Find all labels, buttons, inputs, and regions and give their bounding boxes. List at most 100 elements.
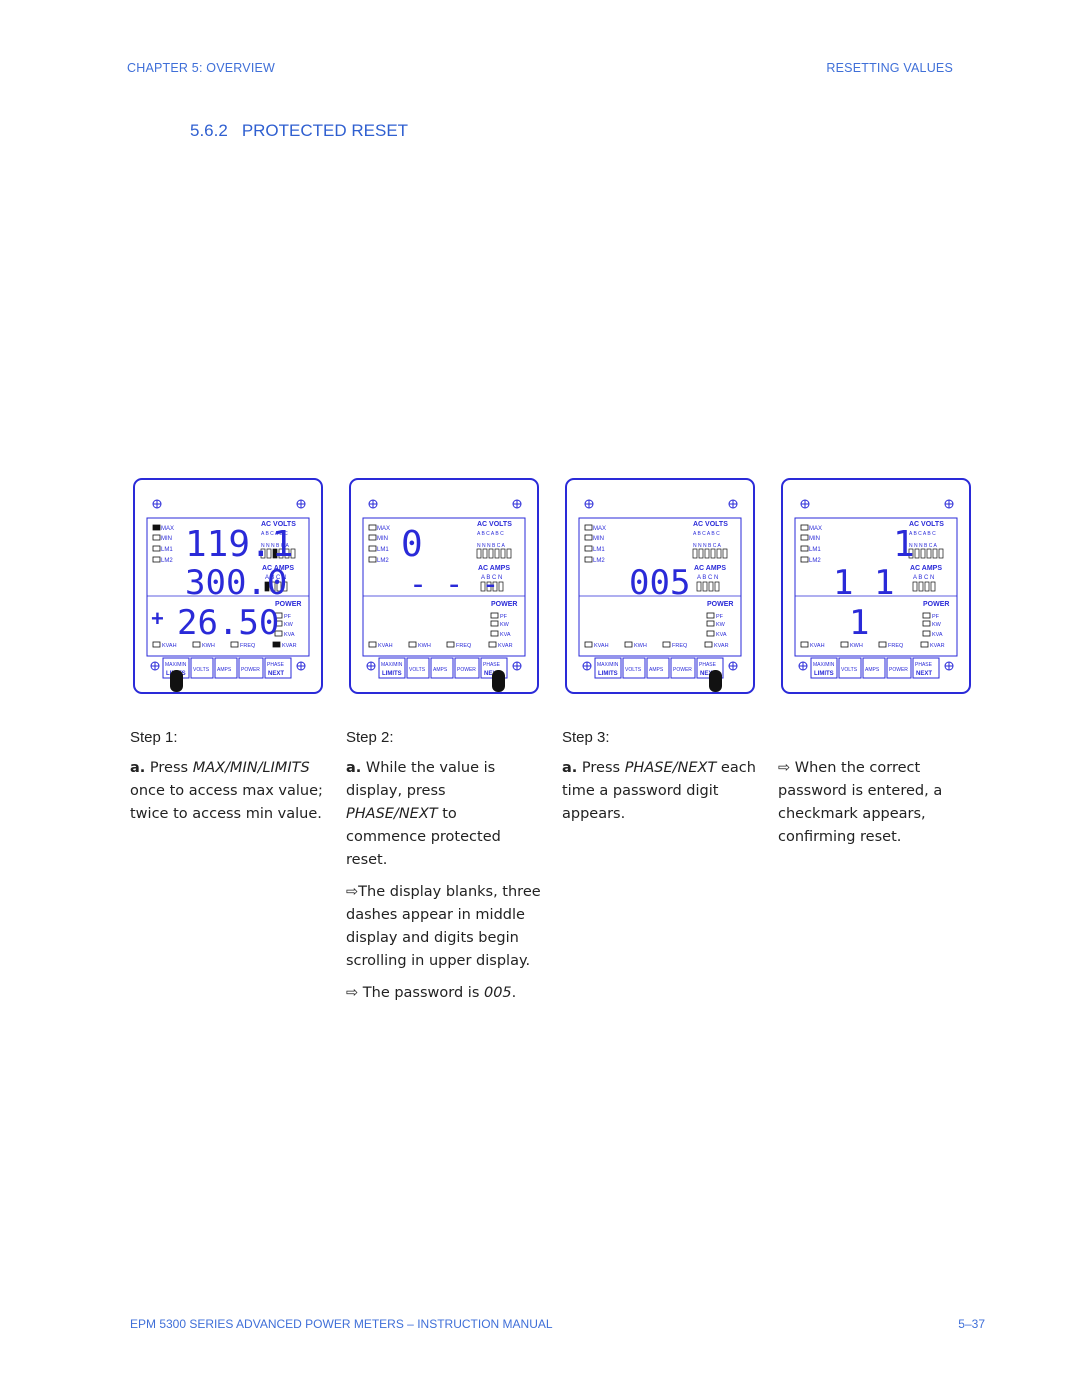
power-item-label: KW xyxy=(932,622,942,628)
indicator-box xyxy=(800,534,809,541)
arrow-icon: ⇨ xyxy=(778,760,791,776)
indicator-box xyxy=(152,545,161,552)
finger-press-icon xyxy=(709,670,722,692)
screw-icon xyxy=(582,661,592,671)
power-box xyxy=(274,612,283,619)
ac-volts-label: AC VOLTS xyxy=(693,521,728,528)
volts-button[interactable]: VOLTS xyxy=(622,657,646,679)
amps-button[interactable]: AMPS xyxy=(862,657,886,679)
power-item-label: PF xyxy=(284,614,292,620)
volts-phase-box xyxy=(908,548,914,559)
amps-phase-box xyxy=(276,581,282,592)
volts-phase-box xyxy=(494,548,500,559)
power-item-label: KVA xyxy=(500,632,511,638)
power-button[interactable]: POWER xyxy=(238,657,264,679)
power-label: POWER xyxy=(707,601,733,608)
volts-phase-box xyxy=(272,548,278,559)
button-label: VOLTS xyxy=(841,667,858,673)
amps-button[interactable]: AMPS xyxy=(430,657,454,679)
energy-box xyxy=(488,641,497,648)
finger-press-icon xyxy=(492,670,505,692)
indicator-label: LM2 xyxy=(377,558,389,564)
indicator-box xyxy=(152,524,161,531)
indicator-box xyxy=(800,524,809,531)
energy-box xyxy=(230,641,239,648)
volts-phase-box xyxy=(476,548,482,559)
screw-icon xyxy=(368,499,378,509)
amps-phase-box xyxy=(696,581,702,592)
volts-button[interactable]: VOLTS xyxy=(838,657,862,679)
amps-phase-label: A B C N xyxy=(265,575,286,581)
power-button[interactable]: POWER xyxy=(670,657,696,679)
indicator-box xyxy=(152,534,161,541)
indicator-box xyxy=(584,545,593,552)
lower-display-value: 1 xyxy=(849,603,869,643)
step-3: Step 3: a. Press PHASE/NEXT each time a … xyxy=(562,726,757,835)
volts-phase-box xyxy=(290,548,296,559)
amps-phase-box xyxy=(702,581,708,592)
energy-box xyxy=(152,641,161,648)
screw-icon xyxy=(296,661,306,671)
volts-phase-box xyxy=(278,548,284,559)
screw-icon xyxy=(728,499,738,509)
indicator-label: MIN xyxy=(809,536,820,542)
amps-phase-label: A B C N xyxy=(481,575,502,581)
finger-press-icon xyxy=(170,670,183,692)
power-button[interactable]: POWER xyxy=(886,657,912,679)
button-label: AMPS xyxy=(649,667,664,673)
button-label: VOLTS xyxy=(625,667,642,673)
volts-button[interactable]: VOLTS xyxy=(406,657,430,679)
indicator-box xyxy=(368,524,377,531)
section-header: RESETTING VALUES xyxy=(826,61,953,75)
volts-button[interactable]: VOLTS xyxy=(190,657,214,679)
step-2: Step 2: a. While the value is display, p… xyxy=(346,726,541,1014)
power-button[interactable]: POWER xyxy=(454,657,480,679)
lower-display-value: 26.50 xyxy=(177,603,279,643)
amps-phase-box xyxy=(492,581,498,592)
energy-label: FREQ xyxy=(240,643,256,649)
power-box xyxy=(706,612,715,619)
screw-icon xyxy=(728,661,738,671)
power-item-label: KW xyxy=(500,622,510,628)
button-label: VOLTS xyxy=(193,667,210,673)
amps-button[interactable]: AMPS xyxy=(214,657,238,679)
step-2-note-display: ⇨The display blanks, three dashes appear… xyxy=(346,884,541,969)
energy-label: KVAR xyxy=(498,643,513,649)
ac-volts-label: AC VOLTS xyxy=(909,521,944,528)
power-box xyxy=(274,630,283,637)
volts-phase-box xyxy=(932,548,938,559)
footer-title: EPM 5300 SERIES ADVANCED POWER METERS – … xyxy=(130,1317,553,1331)
indicator-label: MIN xyxy=(161,536,172,542)
energy-box xyxy=(192,641,201,648)
indicator-label: MAX xyxy=(161,526,174,532)
screw-icon xyxy=(944,499,954,509)
power-item-label: KVA xyxy=(284,632,295,638)
energy-box xyxy=(920,641,929,648)
volts-phase-label: A B C A B C xyxy=(261,531,288,537)
amps-phase-box xyxy=(714,581,720,592)
step-2-title: Step 2: xyxy=(346,729,394,746)
amps-phase-box xyxy=(480,581,486,592)
button-label: POWER xyxy=(457,667,476,673)
amps-button[interactable]: AMPS xyxy=(646,657,670,679)
ac-amps-label: AC AMPS xyxy=(694,565,726,572)
button-label: NEXT xyxy=(484,671,500,677)
button-label: POWER xyxy=(673,667,692,673)
middle-display-value: - - - xyxy=(409,567,499,602)
amps-phase-box xyxy=(486,581,492,592)
amps-phase-box xyxy=(924,581,930,592)
button-label: PHASE xyxy=(699,662,717,668)
energy-box xyxy=(878,641,887,648)
volts-phase-box xyxy=(266,548,272,559)
ac-volts-label: AC VOLTS xyxy=(261,521,296,528)
ac-volts-label: AC VOLTS xyxy=(477,521,512,528)
power-box xyxy=(490,612,499,619)
volts-phase-box xyxy=(914,548,920,559)
volts-phase-box xyxy=(926,548,932,559)
